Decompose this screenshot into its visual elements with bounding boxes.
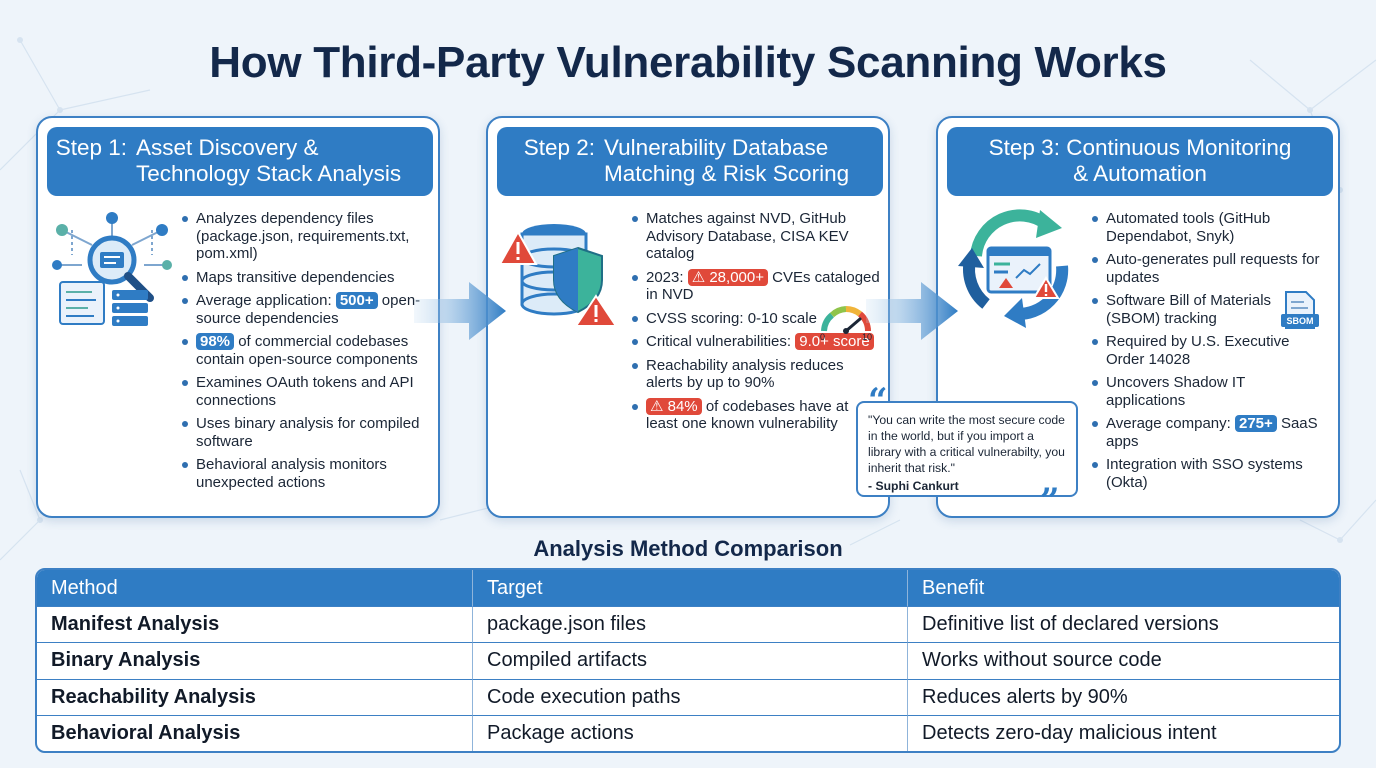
table-cell: Detects zero-day malicious intent (907, 714, 1339, 752)
refresh-monitor-icon (958, 209, 1069, 328)
step-2-card: Step 2: Vulnerability Database Matching … (486, 116, 890, 518)
step-1-bullet-list: Analyzes dependency files (package.json,… (182, 210, 432, 497)
column-header: Method (37, 570, 472, 606)
table-cell: Code execution paths (472, 678, 907, 715)
step-1-title-line2: Technology Stack Analysis (136, 161, 402, 186)
table-row: Reachability Analysis Code execution pat… (37, 678, 1339, 715)
column-header: Benefit (907, 570, 1339, 606)
list-item: ⚠ 84% of codebases have at least one kno… (632, 397, 882, 433)
quote-author: - Suphi Cankurt (868, 479, 959, 493)
sbom-label: SBOM (1287, 316, 1314, 326)
comparison-title: Analysis Method Comparison (533, 536, 843, 561)
gauge-min-label: 0 (820, 332, 825, 341)
quote-box: "You can write the most secure code in t… (856, 401, 1078, 497)
list-item: Examines OAuth tokens and API connection… (182, 374, 432, 409)
list-item: Uses binary analysis for compiled softwa… (182, 415, 432, 450)
step-2-title-line1: Vulnerability Database (604, 135, 829, 160)
table-cell: package.json files (472, 606, 907, 643)
stat-badge: ⚠ 84% (646, 397, 702, 415)
table-cell: Package actions (472, 714, 907, 752)
list-item: Behavioral analysis monitors unexpected … (182, 456, 432, 491)
page-title: How Third-Party Vulnerability Scanning W… (209, 38, 1167, 87)
open-quote-icon: “ (868, 381, 888, 421)
sbom-document-icon: SBOM (1281, 291, 1319, 329)
step-3-title-line1: Continuous Monitoring (1066, 135, 1292, 160)
gauge-max-label: 10 (862, 332, 872, 341)
stat-badge: 500+ (335, 292, 378, 309)
table-cell: Definitive list of declared versions (907, 606, 1339, 643)
list-item: Automated tools (GitHub Dependabot, Snyk… (1092, 210, 1328, 245)
step-3-bullet-list: Automated tools (GitHub Dependabot, Snyk… (1092, 210, 1328, 497)
step-2-number: Step 2: (523, 135, 595, 160)
step-3-card: Step 3: Continuous Monitoring & Automati… (936, 116, 1340, 518)
stat-badge: 98% (196, 333, 235, 350)
step-1-header: Step 1: Asset Discovery & Technology Sta… (47, 127, 433, 196)
database-shield-icon (498, 224, 618, 327)
warning-icon: ⚠ (650, 397, 664, 415)
cvss-gauge-icon: 0 10 (820, 305, 872, 341)
list-item: Average application: 500+ open-source de… (182, 292, 432, 327)
table-row: Manifest Analysis package.json files Def… (37, 606, 1339, 643)
table-row: Binary Analysis Compiled artifacts Works… (37, 642, 1339, 679)
stat-badge: 9.0+ score (795, 333, 874, 350)
arrow-right-icon (866, 282, 958, 340)
comparison-table: Method Target Benefit Manifest Analysis … (35, 568, 1341, 754)
step-2-title-line2: Matching & Risk Scoring (604, 161, 850, 186)
list-item: Average company: 275+ SaaS apps (1092, 415, 1328, 450)
list-item: CVSS scoring: 0-10 scale (632, 310, 882, 328)
step-2-bullet-list: Matches against NVD, GitHub Advisory Dat… (632, 210, 882, 439)
step-1-number: Step 1: (55, 135, 127, 160)
dependency-magnifier-icon (52, 212, 172, 326)
step-3-header: Step 3: Continuous Monitoring & Automati… (947, 127, 1333, 196)
stat-badge: ⚠ 28,000+ (687, 268, 768, 286)
list-item: Integration with SSO systems (Okta) (1092, 456, 1328, 491)
arrow-right-icon (414, 282, 506, 340)
step-3-number: Step 3: (988, 135, 1060, 160)
table-cell: Reduces alerts by 90% (907, 678, 1339, 715)
list-item: Software Bill of Materials (SBOM) tracki… (1092, 292, 1328, 327)
list-item: Matches against NVD, GitHub Advisory Dat… (632, 210, 882, 263)
step-3-title-line2: & Automation (1073, 161, 1207, 186)
step-1-title-line1: Asset Discovery & (136, 135, 319, 160)
table-cell: Reachability Analysis (37, 678, 472, 715)
table-cell: Manifest Analysis (37, 606, 472, 642)
step-1-card: Step 1: Asset Discovery & Technology Sta… (36, 116, 440, 518)
list-item: Analyzes dependency files (package.json,… (182, 210, 432, 263)
table-cell: Compiled artifacts (472, 642, 907, 679)
warning-icon: ⚠ (691, 268, 706, 286)
table-row: Behavioral Analysis Package actions Dete… (37, 714, 1339, 752)
list-item: Critical vulnerabilities: 9.0+ score (632, 333, 882, 351)
step-2-header: Step 2: Vulnerability Database Matching … (497, 127, 883, 196)
list-item: 98% of commercial codebases contain open… (182, 333, 432, 368)
close-quote-icon: ” (1040, 481, 1060, 521)
list-item: Uncovers Shadow IT applications (1092, 374, 1328, 409)
list-item: Required by U.S. Executive Order 14028 (1092, 333, 1328, 368)
list-item: Reachability analysis reduces alerts by … (632, 357, 882, 392)
list-item: Auto-generates pull requests for updates (1092, 251, 1328, 286)
column-header: Target (472, 570, 907, 606)
quote-text: "You can write the most secure code in t… (868, 413, 1065, 475)
stat-badge: 275+ (1234, 415, 1277, 432)
list-item: 2023: ⚠ 28,000+ CVEs cataloged in NVD (632, 268, 882, 304)
table-cell: Behavioral Analysis (37, 714, 472, 751)
table-cell: Works without source code (907, 642, 1339, 679)
table-cell: Binary Analysis (37, 642, 472, 678)
table-header-row: Method Target Benefit (37, 570, 1339, 606)
list-item: Maps transitive dependencies (182, 269, 432, 287)
